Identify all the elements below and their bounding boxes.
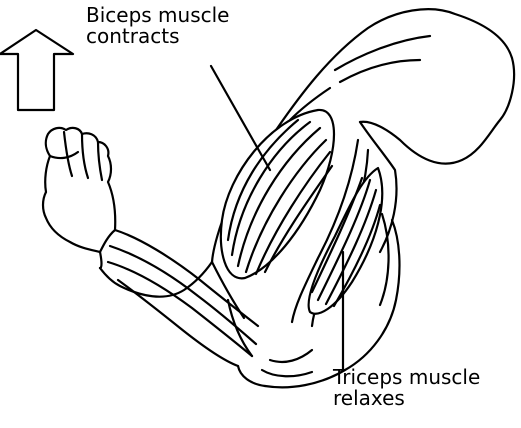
elbow-outline xyxy=(238,366,265,386)
fist xyxy=(43,128,115,268)
up-arrow-icon xyxy=(0,30,73,110)
biceps-leader-line xyxy=(211,66,270,170)
triceps-label-line1: Triceps muscle xyxy=(333,367,480,388)
biceps-label: Biceps muscle contracts xyxy=(86,5,230,47)
biceps-muscle xyxy=(221,110,334,278)
biceps-label-line1: Biceps muscle xyxy=(86,5,230,26)
triceps-label-line2: relaxes xyxy=(333,388,480,409)
biceps-label-line2: contracts xyxy=(86,26,230,47)
triceps-label: Triceps muscle relaxes xyxy=(333,367,480,409)
